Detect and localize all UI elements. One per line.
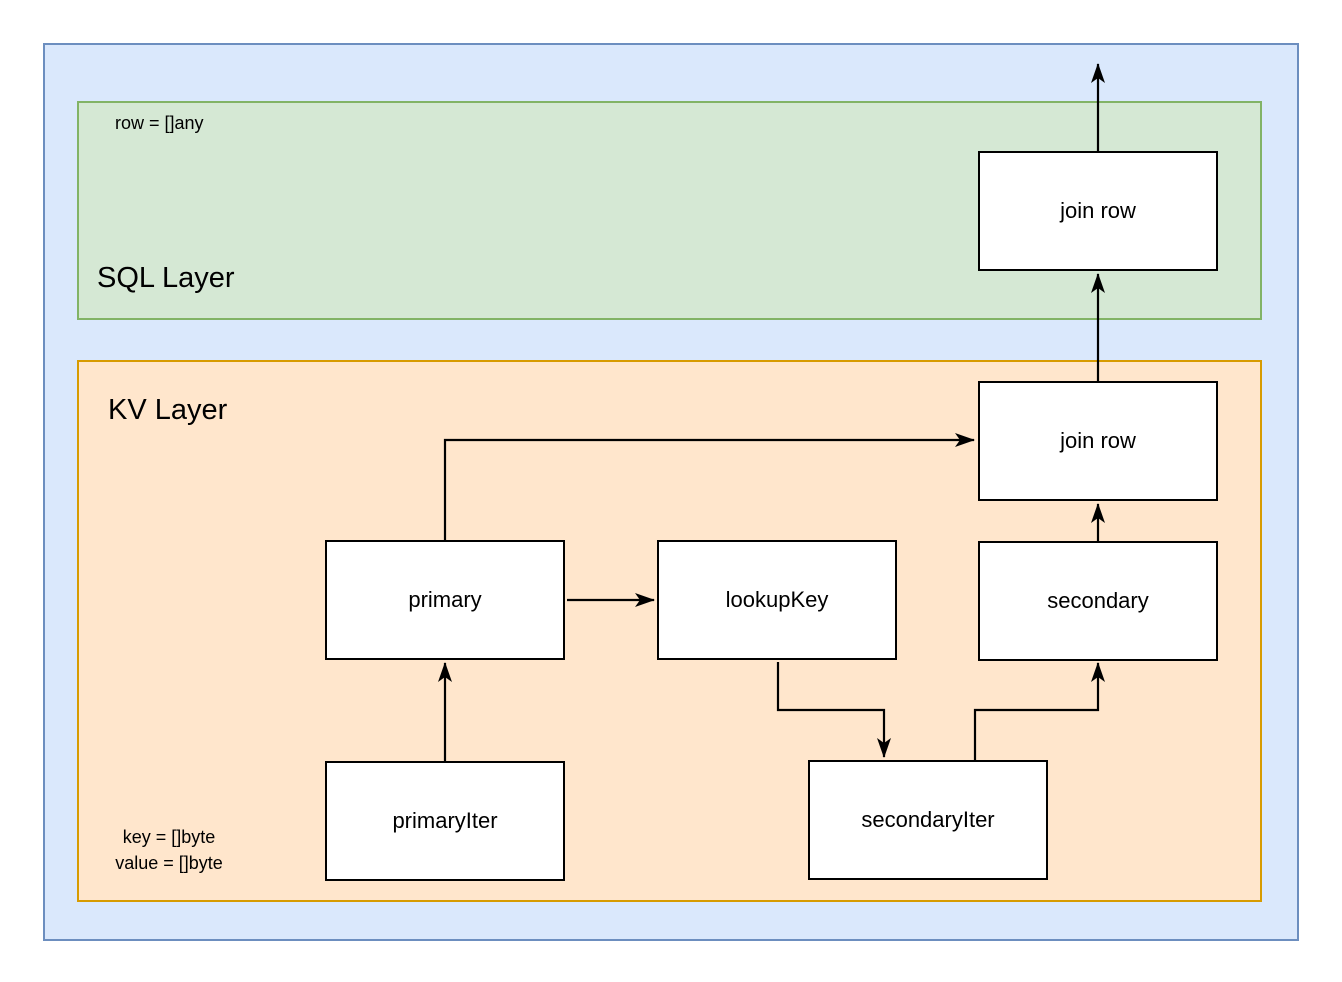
node-sql-join-row-label: join row — [1060, 198, 1136, 223]
node-secondary: secondary — [978, 541, 1218, 661]
kv-annotation-value-line: value = []byte — [115, 853, 223, 873]
node-primary-label: primary — [408, 587, 482, 612]
node-primary-iter-label: primaryIter — [392, 808, 498, 833]
node-lookup-key-label: lookupKey — [725, 587, 829, 612]
node-sql-join-row: join row — [978, 151, 1218, 271]
node-kv-join-row-label: join row — [1060, 428, 1136, 453]
node-secondary-label: secondary — [1047, 588, 1149, 613]
node-primary-iter: primaryIter — [325, 761, 565, 881]
kv-annotation: key = []byte value = []byte — [89, 824, 249, 876]
sql-annotation: row = []any — [115, 113, 204, 133]
node-primary: primary — [325, 540, 565, 660]
edge-primary-to-kv-join-row — [443, 433, 975, 541]
sql-layer-label: SQL Layer — [97, 262, 235, 294]
node-lookup-key: lookupKey — [657, 540, 897, 660]
edge-lookup-key-to-secondary-iter — [776, 662, 891, 758]
kv-annotation-key-line: key = []byte — [122, 827, 216, 847]
kv-layer-label: KV Layer — [108, 394, 228, 426]
node-secondary-iter-label: secondaryIter — [861, 807, 995, 832]
edge-secondary-iter-to-secondary — [973, 662, 1105, 761]
node-kv-join-row: join row — [978, 381, 1218, 501]
node-secondary-iter: secondaryIter — [808, 760, 1048, 880]
